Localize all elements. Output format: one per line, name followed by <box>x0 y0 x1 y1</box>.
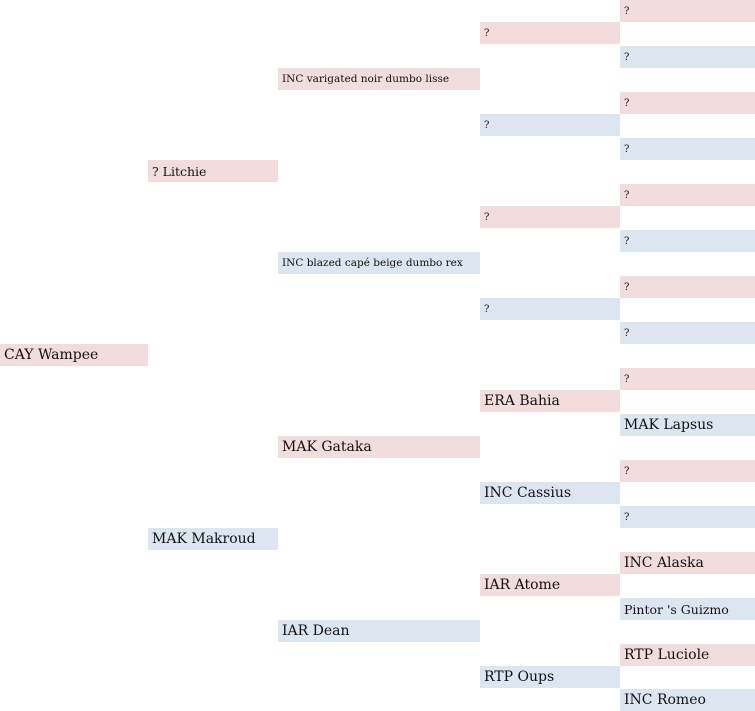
great-grandparent: ? <box>480 206 620 228</box>
gen4-ancestor: ? <box>620 368 755 390</box>
gen4-ancestor: ? <box>620 276 755 298</box>
gen4-ancestor: ? <box>620 184 755 206</box>
gen4-ancestor: ? <box>620 138 755 160</box>
gen4-ancestor: ? <box>620 0 755 22</box>
gen4-ancestor: INC Alaska <box>620 552 755 574</box>
gen4-ancestor: ? <box>620 92 755 114</box>
great-grandparent: RTP Oups <box>480 666 620 688</box>
gen4-ancestor: MAK Lapsus <box>620 414 755 436</box>
dam: ? Litchie <box>148 160 278 182</box>
gen4-ancestor: ? <box>620 506 755 528</box>
great-grandparent: ERA Bahia <box>480 390 620 412</box>
dam-dam: INC varigated noir dumbo lisse <box>278 68 480 90</box>
root-animal: CAY Wampee <box>0 344 148 366</box>
gen4-ancestor: ? <box>620 460 755 482</box>
gen4-ancestor: INC Romeo <box>620 689 755 711</box>
great-grandparent: ? <box>480 114 620 136</box>
great-grandparent: ? <box>480 22 620 44</box>
great-grandparent: ? <box>480 298 620 320</box>
gen4-ancestor: ? <box>620 46 755 68</box>
great-grandparent: IAR Atome <box>480 574 620 596</box>
gen4-ancestor: ? <box>620 322 755 344</box>
dam-sire: INC blazed capé beige dumbo rex <box>278 252 480 274</box>
gen4-ancestor: RTP Luciole <box>620 644 755 666</box>
gen4-ancestor: ? <box>620 230 755 252</box>
sire-sire: IAR Dean <box>278 620 480 642</box>
sire-dam: MAK Gataka <box>278 436 480 458</box>
great-grandparent: INC Cassius <box>480 482 620 504</box>
sire: MAK Makroud <box>148 528 278 550</box>
gen4-ancestor: Pintor 's Guizmo <box>620 598 755 620</box>
